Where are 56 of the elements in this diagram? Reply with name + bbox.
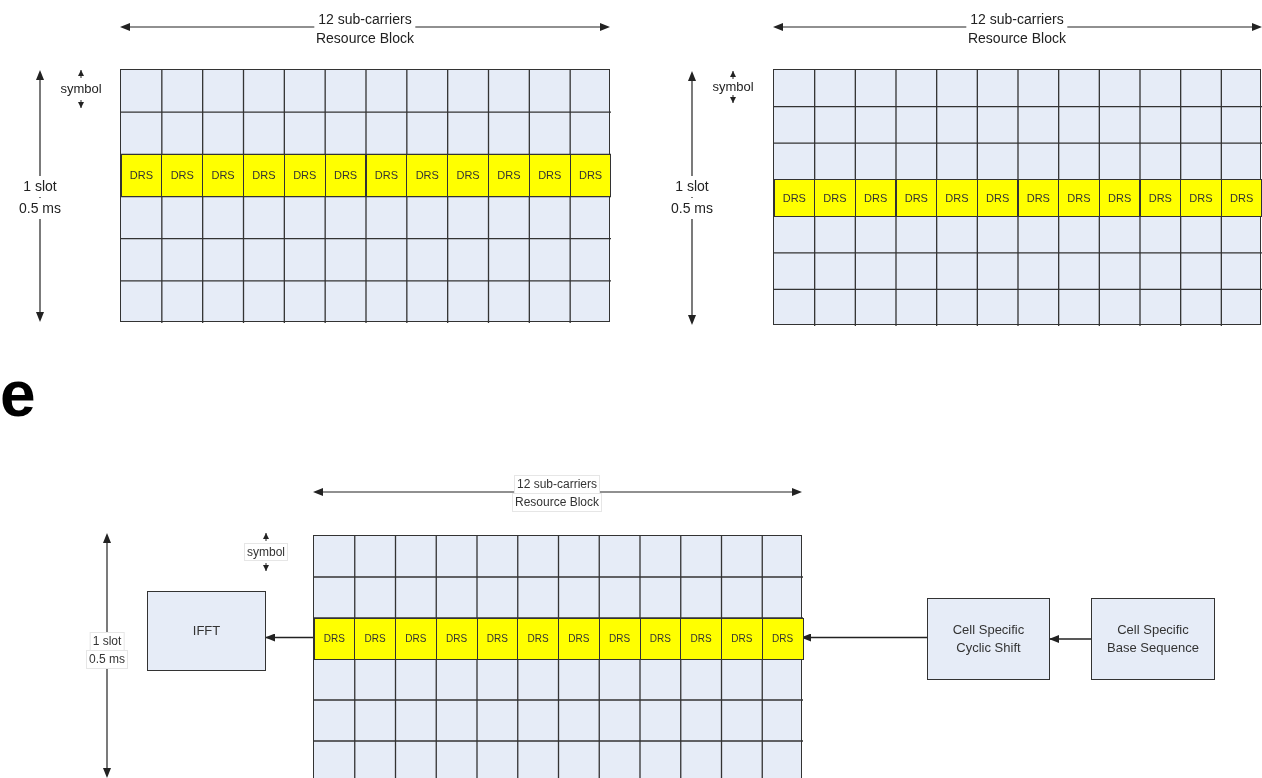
drs-cell: DRS xyxy=(854,179,897,217)
drs-cell: DRS xyxy=(1220,179,1262,217)
drs-cell: DRS xyxy=(569,153,612,197)
arrow xyxy=(1049,635,1092,643)
drs-cell: DRS xyxy=(283,153,326,197)
dimension-label: 1 slot xyxy=(23,176,57,197)
drs-cell: DRS xyxy=(120,153,163,197)
drs-cell: DRS xyxy=(639,617,682,660)
drs-cell: DRS xyxy=(435,617,478,660)
drs-cell: DRS xyxy=(1139,179,1182,217)
dimension-label: 0.5 ms xyxy=(86,650,128,669)
dimension-label: 12 sub-carriers xyxy=(966,10,1068,29)
drs-cell: DRS xyxy=(761,617,804,660)
drs-cell: DRS xyxy=(447,153,489,197)
drs-cell: DRS xyxy=(395,617,437,660)
drs-cell: DRS xyxy=(517,617,559,660)
resource-grid xyxy=(120,69,610,322)
process-box: IFFT xyxy=(147,591,266,671)
drs-cell: DRS xyxy=(598,617,641,660)
drs-cell: DRS xyxy=(528,153,571,197)
arrow xyxy=(265,633,314,642)
drs-cell: DRS xyxy=(202,153,244,197)
drs-cell: DRS xyxy=(1017,179,1060,217)
drs-cell: DRS xyxy=(354,617,396,660)
drs-cell: DRS xyxy=(324,153,367,197)
drs-cell: DRS xyxy=(243,153,285,197)
drs-cell: DRS xyxy=(313,617,356,660)
dimension-label: symbol xyxy=(244,543,288,561)
dimension-label: 0.5 ms xyxy=(19,198,61,219)
drs-cell: DRS xyxy=(721,617,763,660)
drs-cell: DRS xyxy=(895,179,938,217)
process-box: Cell Specific Base Sequence xyxy=(1091,598,1215,680)
drs-cell: DRS xyxy=(1098,179,1141,217)
drs-cell: DRS xyxy=(488,153,530,197)
resource-grid xyxy=(773,69,1261,325)
drs-cell: DRS xyxy=(680,617,722,660)
drs-cell: DRS xyxy=(773,179,816,217)
dimension-label: Resource Block xyxy=(512,493,602,512)
drs-cell: DRS xyxy=(558,617,600,660)
dimension-label: 1 slot xyxy=(675,176,709,197)
drs-cell: DRS xyxy=(1180,179,1222,217)
drs-cell: DRS xyxy=(406,153,449,197)
drs-cell: DRS xyxy=(814,179,856,217)
drs-cell: DRS xyxy=(161,153,204,197)
dimension-label: 0.5 ms xyxy=(671,198,713,219)
drs-cell: DRS xyxy=(1058,179,1100,217)
heading-fragment: e xyxy=(0,362,36,426)
drs-cell: DRS xyxy=(476,617,519,660)
process-box: Cell Specific Cyclic Shift xyxy=(927,598,1050,680)
dimension-label: 12 sub-carriers xyxy=(314,10,416,29)
drs-cell: DRS xyxy=(936,179,978,217)
drs-cell: DRS xyxy=(365,153,408,197)
drs-cell: DRS xyxy=(976,179,1019,217)
resource-grid xyxy=(313,535,802,778)
dimension-label: symbol xyxy=(712,78,754,95)
dimension-label: symbol xyxy=(60,80,102,97)
